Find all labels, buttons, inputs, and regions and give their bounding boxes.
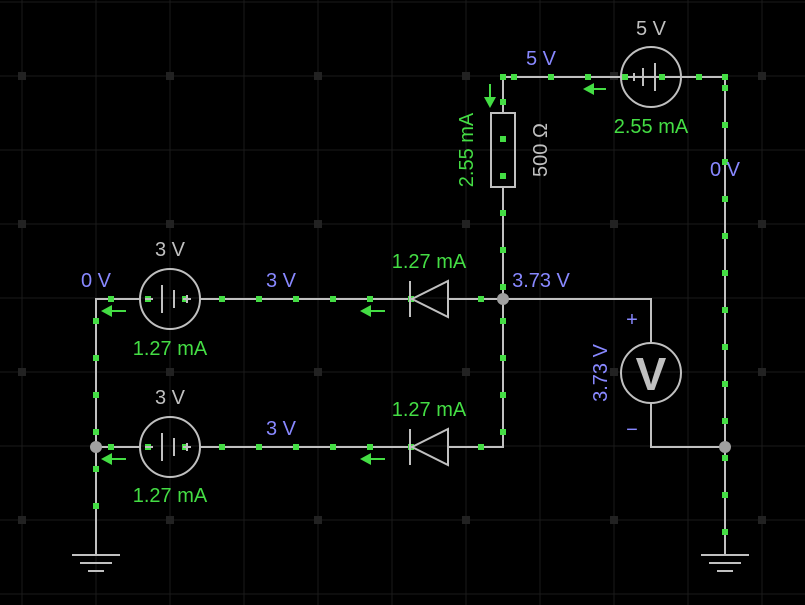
label-source-5v-current: 2.55 mA [614,116,689,138]
current-flow-dot [367,444,373,450]
voltmeter[interactable] [620,342,682,404]
current-flow-dot [500,210,506,216]
label-lower-branch-voltage: 3 V [266,418,297,440]
current-flow-dot [93,355,99,361]
current-flow-dot [367,296,373,302]
node-right-junction[interactable] [719,441,731,453]
voltmeter-symbol: V [636,348,667,400]
current-flow-dot [93,318,99,324]
label-left-rail-voltage: 0 V [81,270,112,292]
current-flow-dot [722,307,728,313]
current-flow-dot [722,344,728,350]
label-top-wire-voltage: 5 V [526,48,557,70]
current-arrow-resistor-icon [484,84,496,108]
current-arrow-lower-source-icon [101,453,126,465]
current-flow-dot [93,503,99,509]
wire-voltmeter-plus[interactable] [503,298,652,343]
current-flow-dot [500,99,506,105]
current-arrow-lower-diode-icon [360,453,385,465]
current-flow-dot [93,392,99,398]
current-flow-dot [500,392,506,398]
current-flow-dot [585,74,591,80]
label-resistor-value: 500 Ω [530,123,552,177]
current-flow-dot [500,355,506,361]
current-flow-dot [93,429,99,435]
label-source-3v-upper: 3 V [155,239,186,261]
label-voltmeter-reading: 3.73 V [590,343,612,401]
ground-left-icon [72,554,120,572]
current-flow-dot [511,74,517,80]
diode-upper[interactable] [409,279,449,319]
current-arrow-top-icon [583,83,606,95]
current-flow-dot [256,296,262,302]
current-flow-dot [722,381,728,387]
voltage-source-3v-lower[interactable] [139,416,201,478]
current-flow-dot [722,418,728,424]
ground-right-icon [701,554,749,572]
voltmeter-minus-sign: − [626,419,638,441]
wire-voltmeter-minus[interactable] [650,403,725,448]
current-arrow-upper-source-icon [101,305,126,317]
wire-top[interactable] [502,76,726,447]
current-flow-dot [722,270,728,276]
current-flow-dot [293,444,299,450]
node-diode-junction[interactable] [497,293,509,305]
current-flow-dot [108,444,114,450]
current-flow-dots [93,74,728,535]
current-flow-dot [219,296,225,302]
resistor[interactable] [490,112,516,188]
voltmeter-plus-sign: + [626,309,638,331]
current-flow-dot [478,444,484,450]
label-upper-branch-voltage: 3 V [266,270,297,292]
current-flow-dot [500,136,506,142]
current-flow-dot [500,173,506,179]
current-flow-dot [722,74,728,80]
label-upper-diode-current: 1.27 mA [392,251,467,273]
wire-diode-node-down[interactable] [448,299,504,448]
label-source-3v-lower-current: 1.27 mA [133,485,208,507]
current-flow-dot [722,529,728,535]
label-source-5v: 5 V [636,18,667,40]
current-flow-dot [478,296,484,302]
current-flow-dot [722,159,728,165]
current-flow-dot [548,74,554,80]
current-flow-dot [500,318,506,324]
current-arrow-upper-diode-icon [360,305,385,317]
current-flow-dot [722,233,728,239]
current-flow-dot [722,196,728,202]
current-flow-dot [722,122,728,128]
node-left-junction[interactable] [90,441,102,453]
current-flow-dot [696,74,702,80]
label-diode-node-voltage: 3.73 V [512,270,570,292]
current-flow-dot [500,247,506,253]
current-flow-dot [108,296,114,302]
current-flow-dot [622,74,628,80]
label-lower-diode-current: 1.27 mA [392,399,467,421]
current-flow-dot [722,85,728,91]
voltage-source-3v-upper[interactable] [139,268,201,330]
current-flow-dot [219,444,225,450]
current-flow-dot [330,444,336,450]
current-flow-dot [500,429,506,435]
current-flow-dot [293,296,299,302]
current-flow-dot [330,296,336,302]
diode-lower[interactable] [409,427,449,467]
current-flow-dot [722,455,728,461]
current-flow-dot [500,74,506,80]
label-source-3v-upper-current: 1.27 mA [133,338,208,360]
voltage-source-5v[interactable] [620,46,682,108]
current-flow-dot [722,492,728,498]
current-flow-dot [256,444,262,450]
label-source-3v-lower: 3 V [155,387,186,409]
current-flow-dot [659,74,665,80]
current-flow-dot [93,466,99,472]
current-flow-dot [500,284,506,290]
label-right-rail-voltage: 0 V [710,159,741,181]
label-resistor-current: 2.55 mA [456,112,478,187]
